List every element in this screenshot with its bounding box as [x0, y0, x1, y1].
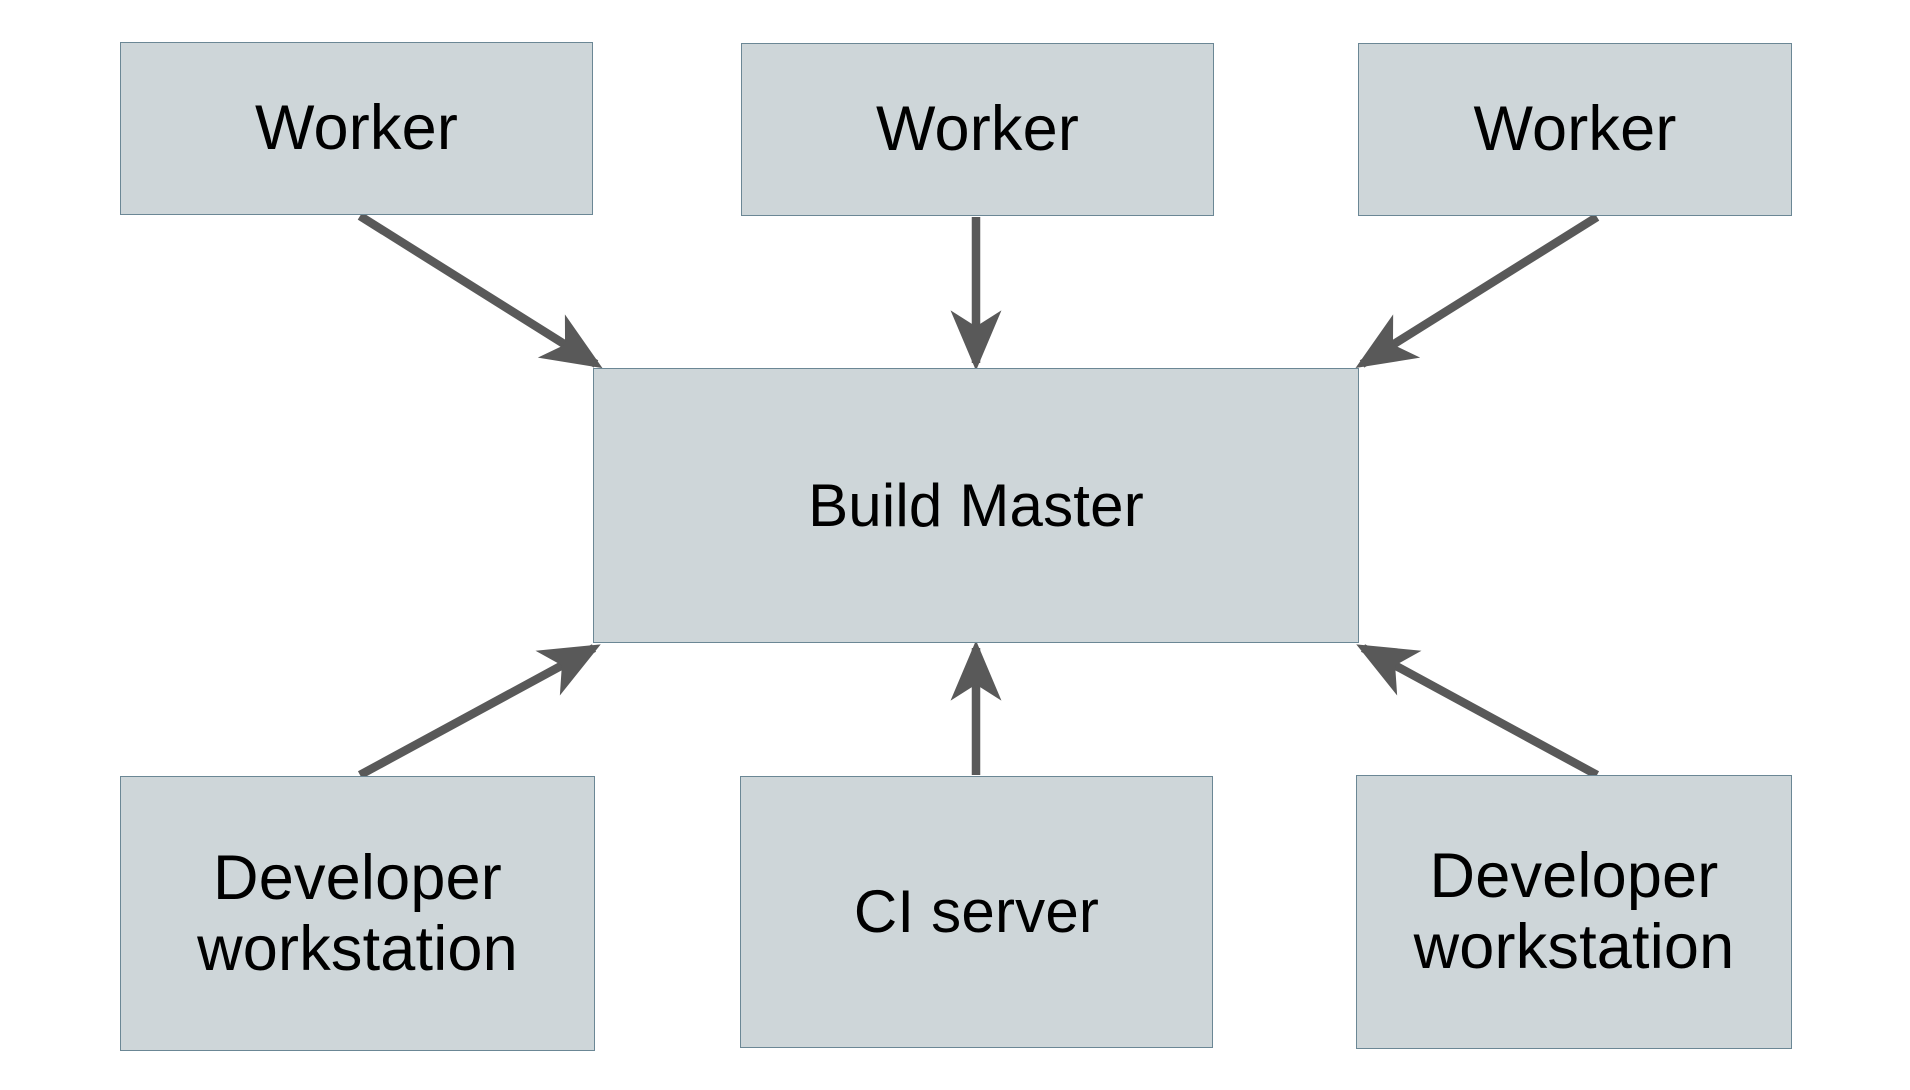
node-developer-workstation-right-label: Developer workstation	[1413, 841, 1735, 982]
node-ci-server-label: CI server	[853, 878, 1100, 946]
node-worker-1[interactable]: Worker	[120, 42, 593, 215]
node-build-master-label: Build Master	[808, 471, 1144, 539]
node-worker-3-label: Worker	[1473, 94, 1677, 165]
edge-worker3-to-master	[1355, 213, 1600, 369]
node-developer-workstation-left-label: Developer workstation	[197, 842, 518, 984]
node-worker-2-label: Worker	[875, 94, 1080, 165]
edge-devwsright-to-master	[1356, 644, 1600, 779]
node-worker-1-label: Worker	[254, 93, 459, 164]
node-build-master[interactable]: Build Master	[593, 368, 1359, 643]
node-worker-2[interactable]: Worker	[741, 43, 1214, 216]
edge-worker1-to-master	[357, 212, 603, 369]
node-developer-workstation-left[interactable]: Developer workstation	[120, 776, 595, 1051]
node-worker-3[interactable]: Worker	[1358, 43, 1792, 216]
node-developer-workstation-right[interactable]: Developer workstation	[1356, 775, 1792, 1049]
edge-devwsleft-to-master	[357, 644, 601, 779]
node-ci-server[interactable]: CI server	[740, 776, 1213, 1048]
